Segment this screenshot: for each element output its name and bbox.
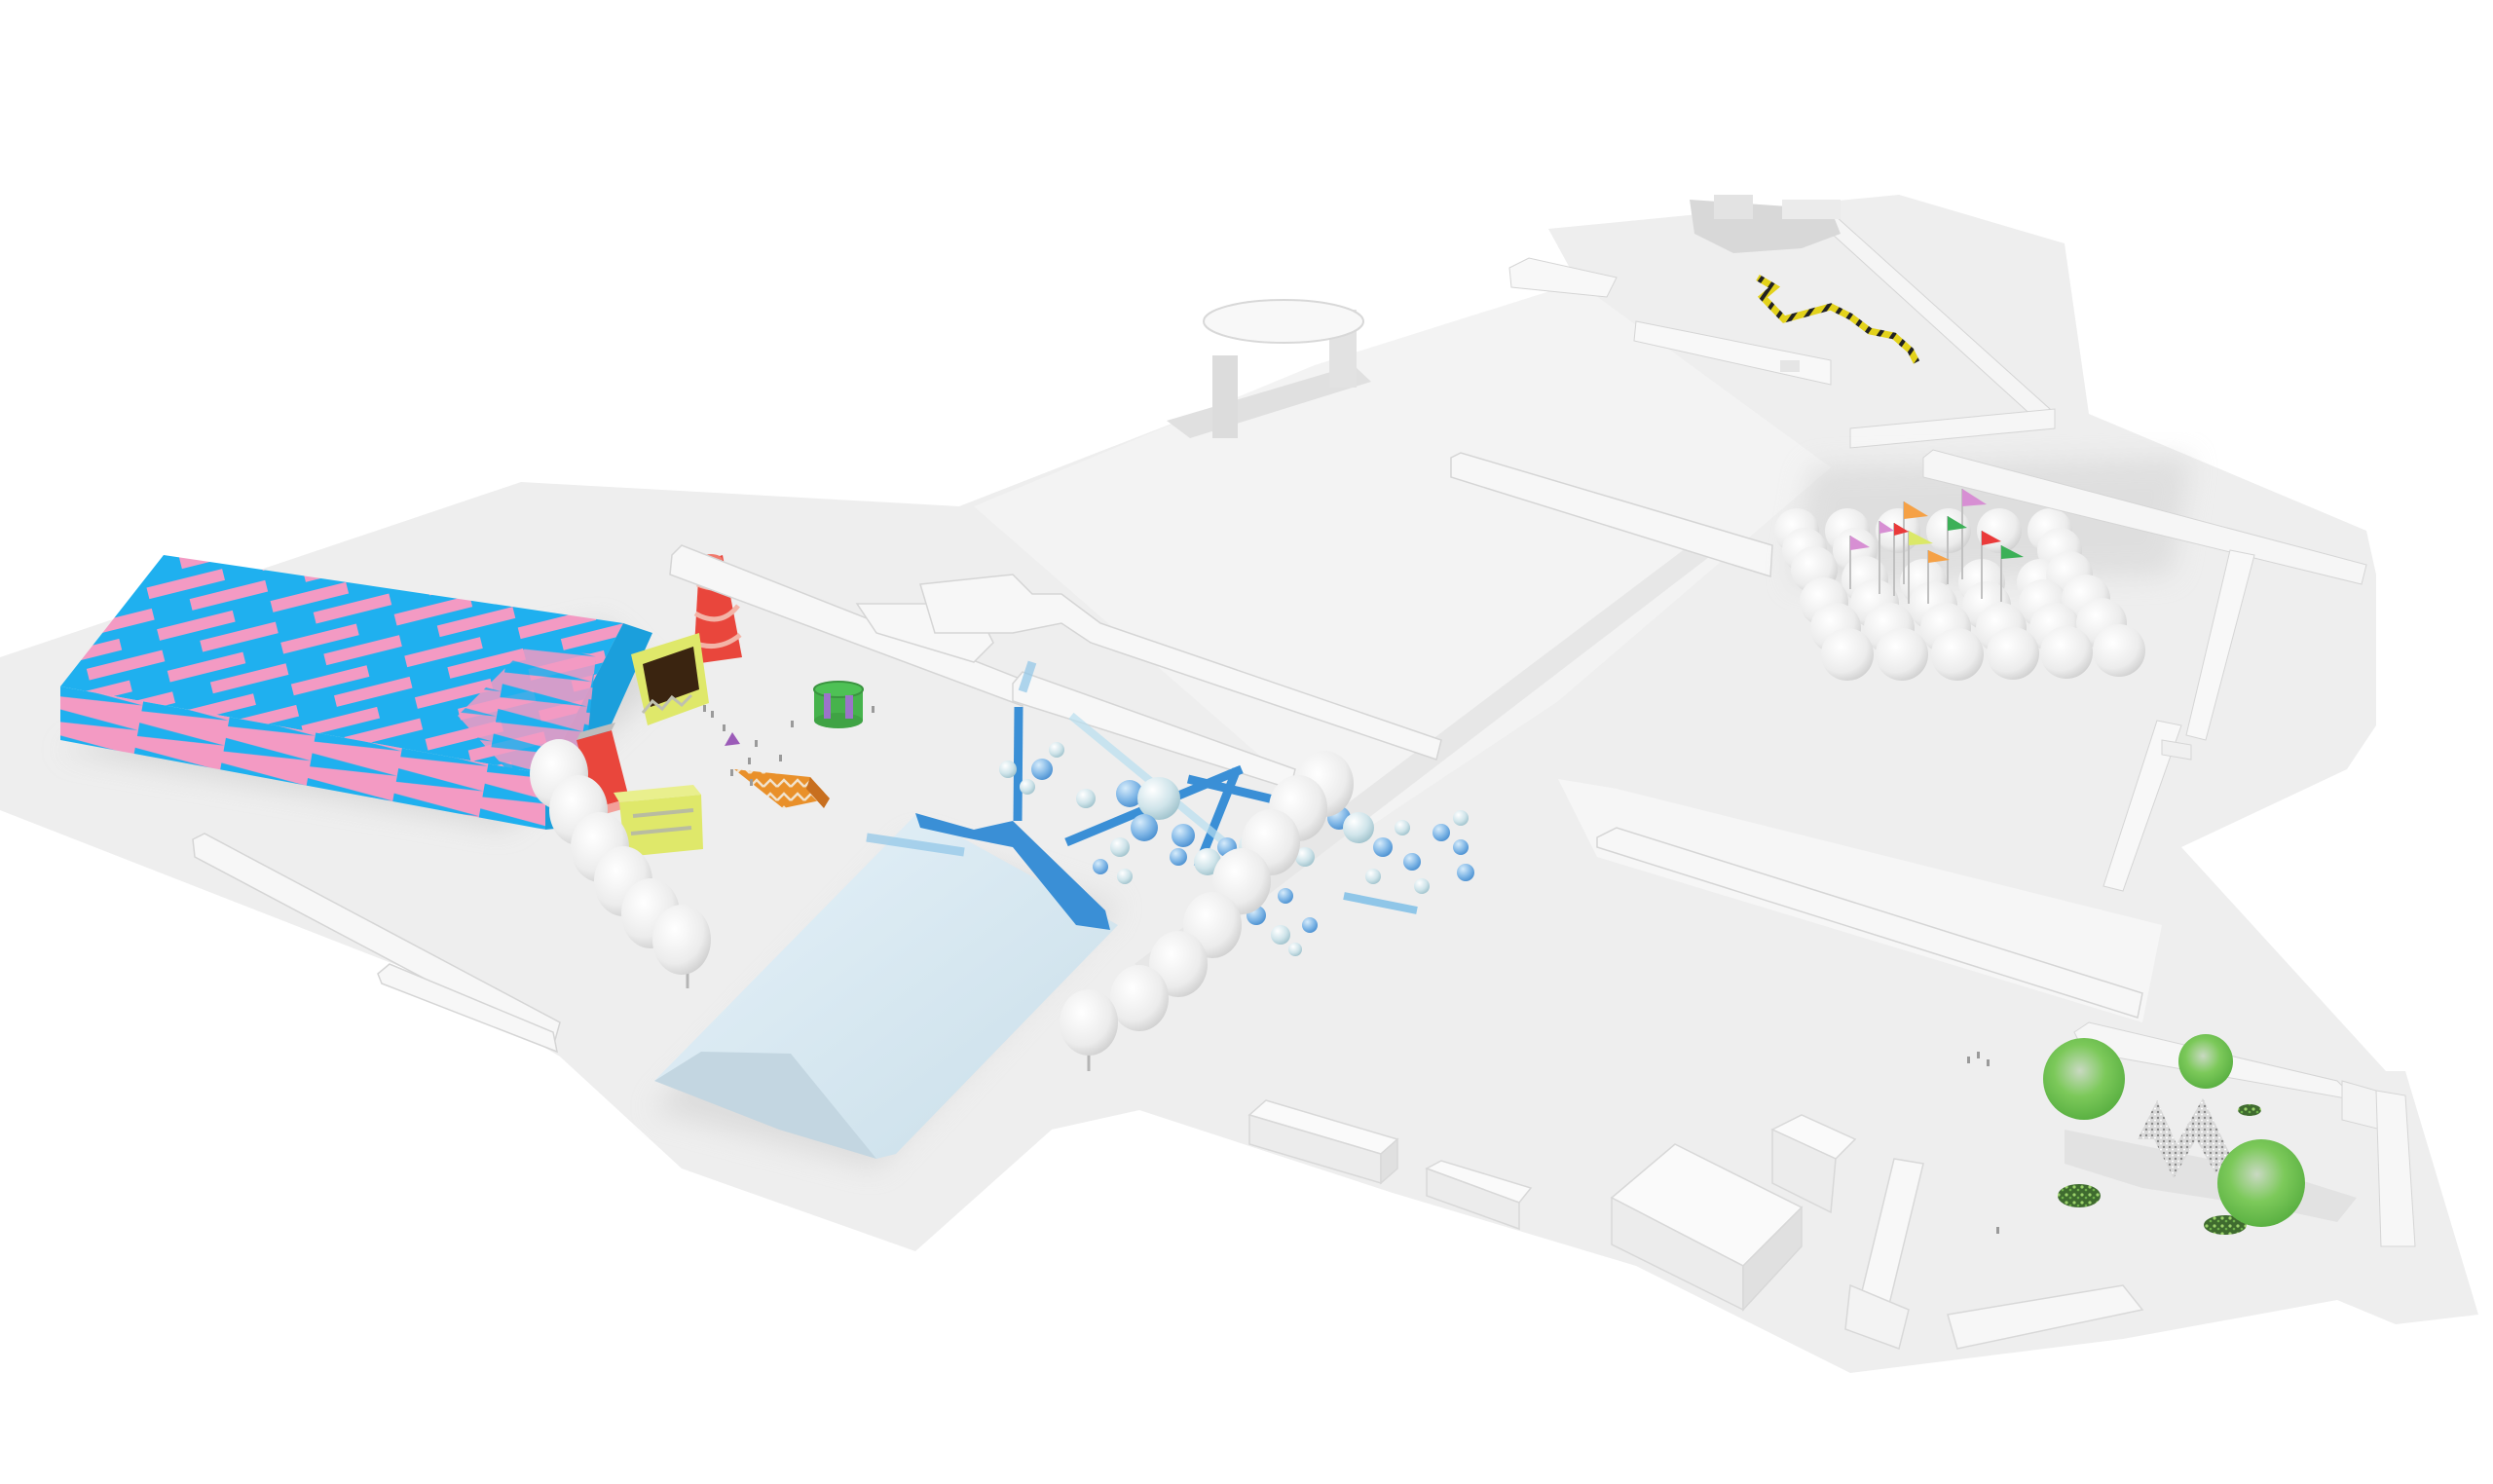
tent-end-cap — [654, 1052, 876, 1159]
zone-green-garden — [2043, 1021, 2416, 1247]
zigzag-gravel-path — [2138, 1098, 2230, 1178]
stage-roof — [1203, 299, 1364, 344]
tent-blue-frame — [915, 813, 1110, 930]
grove-tree-spheres — [1774, 508, 2145, 681]
people-garden — [1967, 1052, 1999, 1234]
walls — [192, 452, 2143, 1054]
zone-flag-grove — [1774, 449, 2367, 892]
hall-front-wall — [60, 686, 545, 830]
green-cylinder-pavilion — [813, 681, 864, 728]
zone-barrel-tent — [652, 660, 1418, 1169]
balloon-cluster — [999, 742, 1474, 956]
garden-hedge — [2058, 1184, 2101, 1207]
zone-serpentine — [1508, 195, 2056, 449]
zone-stage-canopy — [1167, 299, 1371, 438]
serpentine-installation — [1756, 274, 1920, 364]
purple-pyramid — [725, 732, 740, 746]
buildings-south — [1247, 1099, 2144, 1350]
tree-row-west — [530, 739, 711, 988]
colored-flags — [1850, 489, 2024, 563]
yellow-block-pavilion — [619, 795, 703, 857]
people-cluster — [703, 705, 874, 786]
orange-chevron-pavilion — [734, 769, 830, 808]
tree-row-central — [1060, 751, 1354, 1071]
green-trees — [2043, 1034, 2305, 1227]
zone-patterned-hall — [58, 554, 874, 857]
